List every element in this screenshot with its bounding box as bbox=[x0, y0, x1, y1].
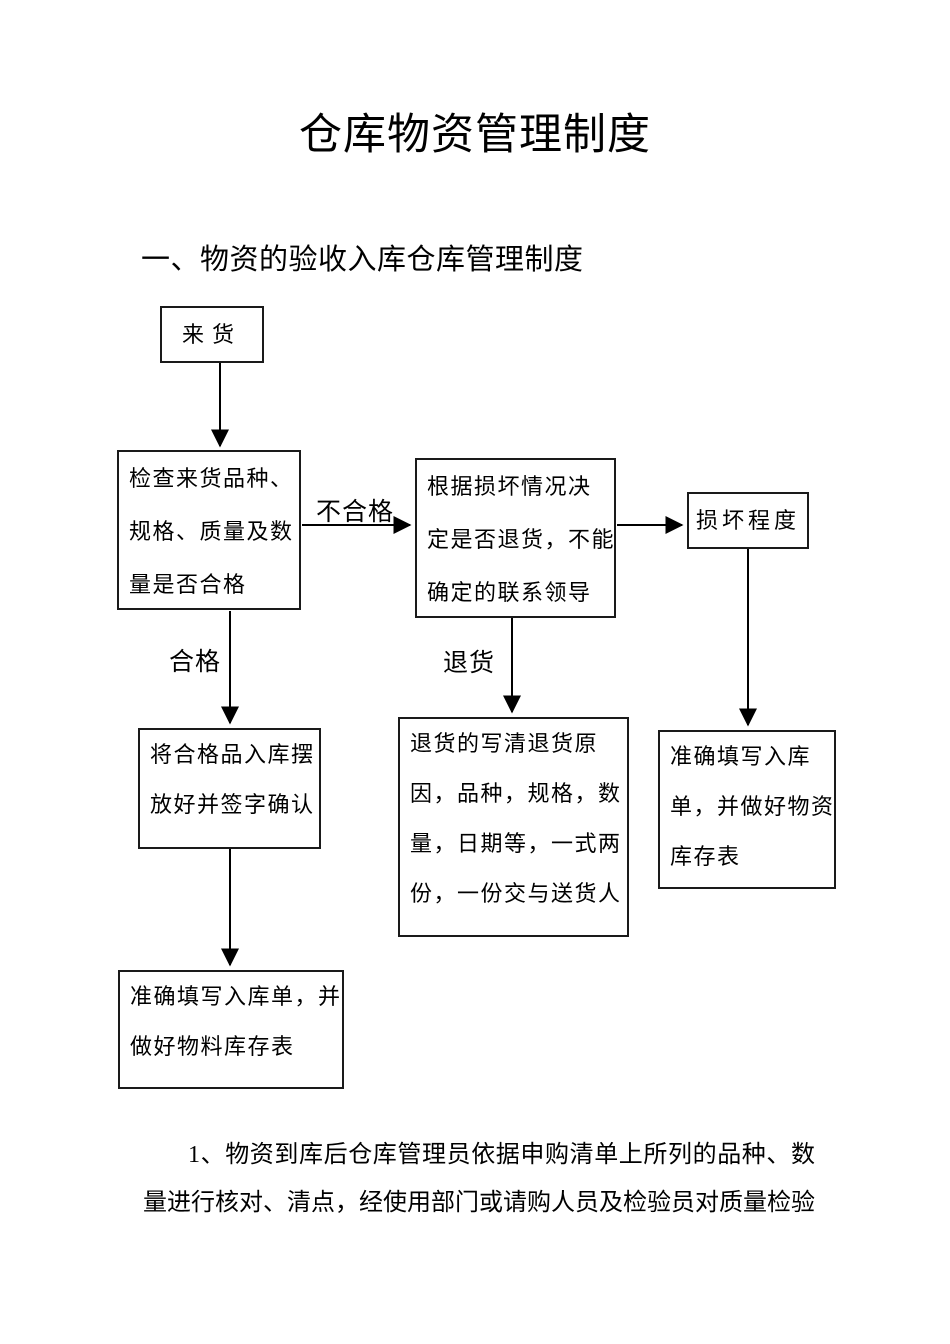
flow-box-check-line3: 量是否合格 bbox=[129, 572, 247, 597]
flow-box-return-note-line3: 量，日期等，一式两 bbox=[410, 831, 622, 856]
body-paragraph-line1: 1、物资到库后仓库管理员依据申购清单上所列的品种、数 bbox=[188, 1142, 815, 1168]
flow-box-return-note-line1: 退货的写清退货原 bbox=[410, 731, 599, 756]
flow-box-fill-left-line2: 做好物料库存表 bbox=[130, 1034, 295, 1059]
flow-box-arrival: 来货 bbox=[160, 306, 264, 363]
flow-box-check-line1: 检查来货品种、 bbox=[129, 466, 294, 491]
flow-box-fill-right-line3: 库存表 bbox=[670, 844, 741, 869]
flow-box-fill-right-line2: 单，并做好物资 bbox=[670, 794, 835, 819]
flow-box-decide-line1: 根据损坏情况决 bbox=[427, 474, 592, 499]
document-title: 仓库物资管理制度 bbox=[299, 112, 651, 159]
flow-box-check-line2: 规格、质量及数 bbox=[129, 519, 294, 544]
body-paragraph-line2: 量进行核对、清点，经使用部门或请购人员及检验员对质量检验 bbox=[143, 1190, 815, 1216]
flow-box-check: 检查来货品种、 规格、质量及数 量是否合格 bbox=[117, 450, 301, 610]
flow-box-decide-line3: 确定的联系领导 bbox=[427, 580, 592, 605]
flow-box-store: 将合格品入库摆 放好并签字确认 bbox=[138, 728, 321, 849]
flow-box-decide-line2: 定是否退货，不能 bbox=[427, 527, 616, 552]
flow-box-return-note: 退货的写清退货原 因，品种，规格，数 量，日期等，一式两 份，一份交与送货人 bbox=[398, 717, 629, 937]
edge-label-returns: 退货 bbox=[443, 650, 496, 677]
section-heading: 一、物资的验收入库仓库管理制度 bbox=[141, 244, 584, 276]
flow-box-return-note-line4: 份，一份交与送货人 bbox=[410, 881, 622, 906]
flow-box-fill-left-line1: 准确填写入库单，并 bbox=[130, 984, 342, 1009]
edge-label-qualified: 合格 bbox=[169, 649, 222, 676]
flow-box-fill-right-line1: 准确填写入库 bbox=[670, 744, 812, 769]
flow-box-decide: 根据损坏情况决 定是否退货，不能 确定的联系领导 bbox=[415, 458, 616, 618]
flow-box-damage: 损坏程度 bbox=[687, 492, 809, 549]
flow-box-return-note-line2: 因，品种，规格，数 bbox=[410, 781, 622, 806]
flow-box-store-line1: 将合格品入库摆 bbox=[150, 742, 315, 767]
flow-box-fill-right: 准确填写入库 单，并做好物资 库存表 bbox=[658, 730, 836, 889]
flow-box-arrival-text: 来货 bbox=[181, 321, 242, 347]
flow-box-store-line2: 放好并签字确认 bbox=[150, 792, 315, 817]
flow-box-fill-left: 准确填写入库单，并 做好物料库存表 bbox=[118, 970, 344, 1089]
edge-label-unqualified: 不合格 bbox=[316, 499, 395, 526]
body-paragraph: 1、物资到库后仓库管理员依据申购清单上所列的品种、数 量进行核对、清点，经使用部… bbox=[143, 1131, 815, 1227]
flow-box-damage-text: 损坏程度 bbox=[695, 507, 800, 533]
